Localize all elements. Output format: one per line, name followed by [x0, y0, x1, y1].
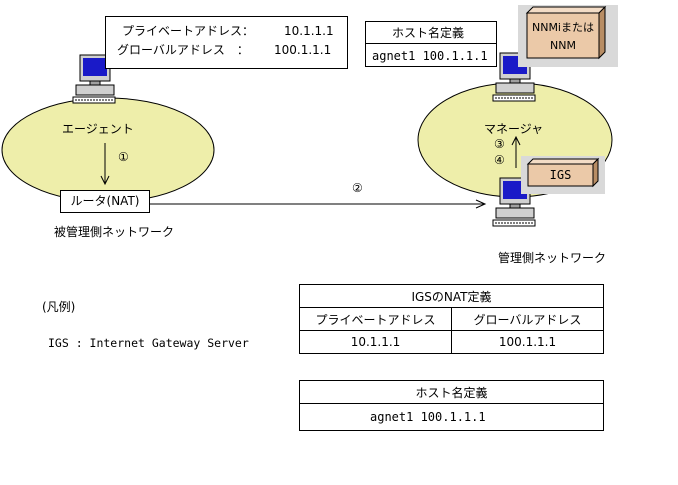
managed-network-ellipse [1, 97, 215, 203]
private-address-label: プライベートアドレス： [122, 24, 255, 38]
table-row: 10.1.1.1 100.1.1.1 [299, 330, 604, 354]
global-address-value: 100.1.1.1 [274, 43, 332, 57]
nnm-box-3d [518, 5, 618, 67]
host-definition-table: ホスト名定義 agnet1 100.1.1.1 [299, 380, 604, 431]
step-2-marker: ② [352, 181, 363, 195]
step-4-marker: ④ [494, 153, 505, 167]
nat-table-header-private: プライベートアドレス [299, 307, 452, 331]
host-table-title: ホスト名定義 [299, 380, 604, 404]
legend-title: (凡例) [42, 300, 76, 314]
table-row: agnet1 100.1.1.1 [299, 403, 604, 431]
nat-table-header-global: グローバルアドレス [451, 307, 604, 331]
agent-computer-icon [72, 54, 116, 104]
agent-label: エージェント [62, 122, 134, 136]
manager-label: マネージャ [484, 122, 544, 136]
igs-box-3d [521, 156, 605, 194]
igs-box-label: IGS [549, 168, 572, 182]
host-def-top-box [365, 21, 497, 67]
nat-table-cell-private: 10.1.1.1 [299, 330, 452, 354]
legend-igs-definition: IGS : Internet Gateway Server [48, 336, 249, 350]
host-def-top-divider [365, 43, 497, 44]
global-address-label: グローバルアドレス ： [117, 43, 249, 57]
manager-network-label: 管理側ネットワーク [498, 251, 607, 265]
host-def-top-entry: agnet1 100.1.1.1 [372, 49, 488, 63]
router-box [60, 190, 150, 213]
nat-table-title: IGSのNAT定義 [299, 284, 604, 308]
agent-address-box [105, 16, 348, 69]
nnm-box-line2: NNM [550, 39, 576, 52]
nat-table-cell-global: 100.1.1.1 [451, 330, 604, 354]
host-def-top-title: ホスト名定義 [392, 26, 465, 40]
router-label: ルータ(NAT) [70, 194, 140, 208]
host-table-entry: agnet1 100.1.1.1 [299, 403, 604, 431]
step-3-marker: ③ [494, 137, 505, 151]
step-1-marker: ① [118, 150, 129, 164]
nat-definition-table: IGSのNAT定義 プライベートアドレス グローバルアドレス 10.1.1.1 … [299, 284, 604, 354]
managed-network-label: 被管理側ネットワーク [54, 225, 175, 239]
private-address-value: 10.1.1.1 [284, 24, 334, 38]
nnm-box-line1: NNMiまたは [531, 21, 594, 34]
